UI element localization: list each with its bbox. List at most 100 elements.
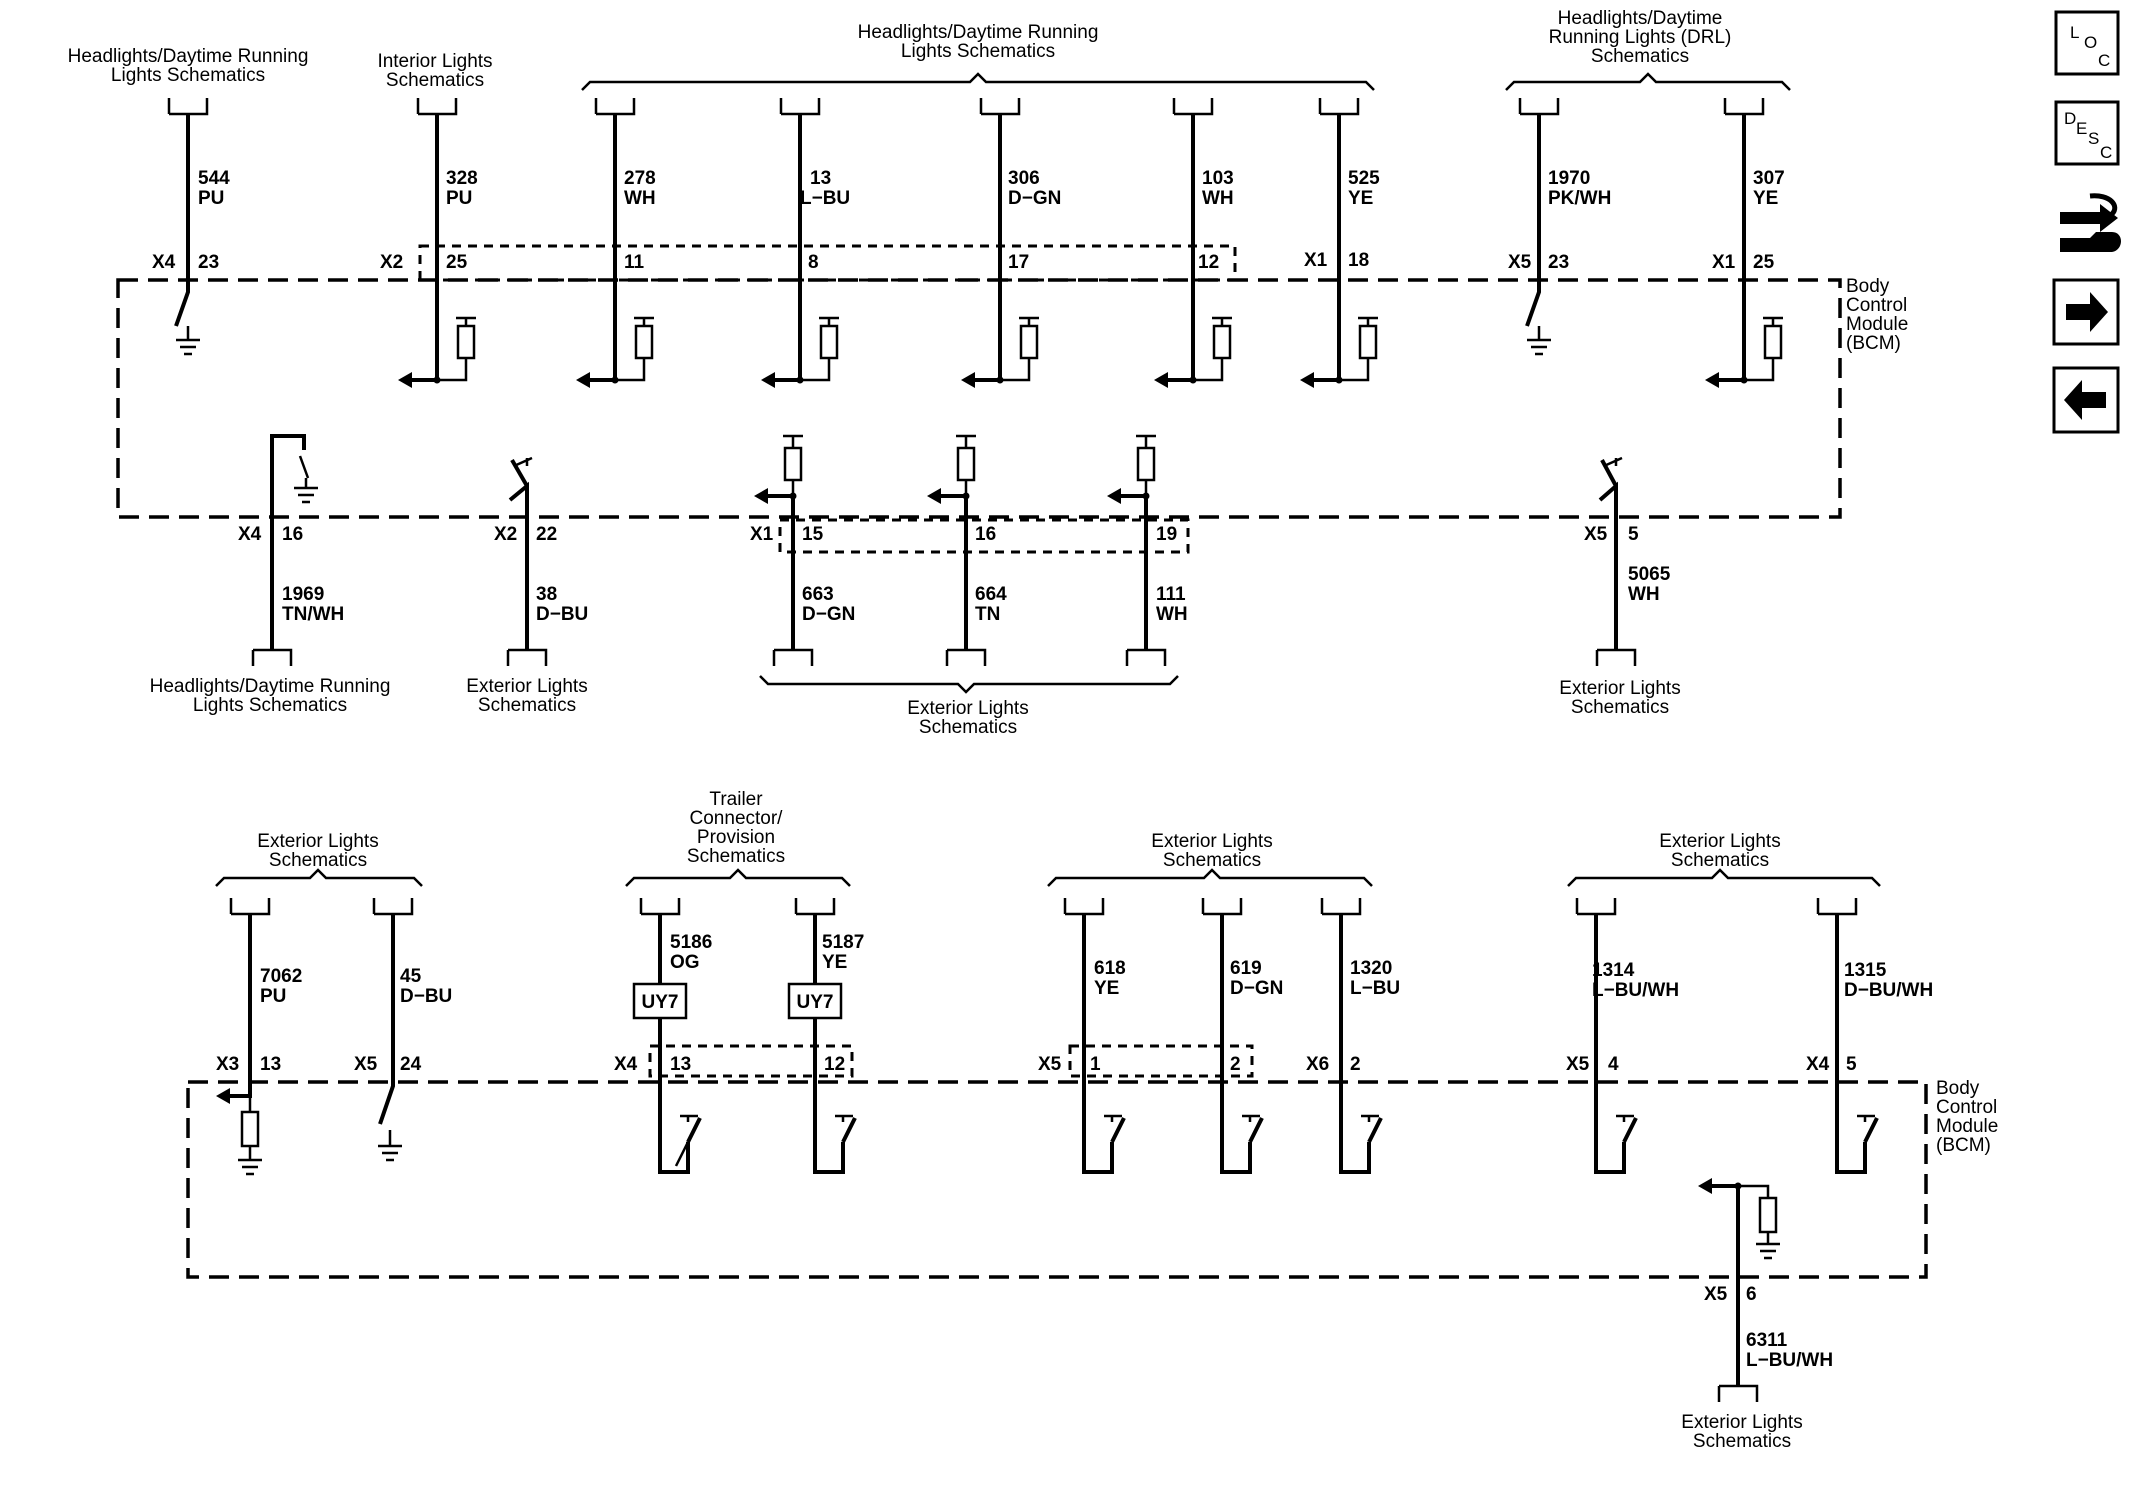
wire-1315: 1315 D−BU/WH X4 5	[1806, 914, 1933, 1174]
loc-button[interactable]: L O C	[2054, 10, 2120, 76]
svg-text:13: 13	[670, 1054, 691, 1075]
svg-text:L: L	[2070, 23, 2079, 42]
svg-text:103: 103	[1202, 168, 1234, 189]
wire-5186: UY7 5186 OG X4 13	[614, 914, 712, 1174]
svg-text:111: 111	[1156, 584, 1186, 605]
svg-text:24: 24	[400, 1054, 422, 1075]
svg-text:Headlights/Daytime Running: Headlights/Daytime Running	[858, 22, 1099, 43]
title-headlights-bottom: Headlights/Daytime Running Lights Schema…	[150, 676, 391, 716]
connector-frame-x1-lower	[778, 518, 1190, 554]
svg-text:L−BU: L−BU	[800, 188, 850, 209]
caps-ext-mid	[772, 648, 1167, 666]
wire-618: 618 YE X5 1	[1038, 914, 1126, 1174]
cap-38	[506, 648, 548, 666]
wire-111: 111 WH 19	[1107, 434, 1188, 650]
brace-ext-lower-mid	[1047, 868, 1373, 887]
svg-text:X5: X5	[1704, 1284, 1728, 1305]
svg-text:Headlights/Daytime: Headlights/Daytime	[1558, 8, 1723, 29]
bcm-outline-upper	[116, 278, 1842, 519]
svg-text:Exterior Lights: Exterior Lights	[1681, 1412, 1802, 1433]
wire-1314: 1314 L−BU/WH X5 4	[1566, 914, 1679, 1174]
svg-text:Schematics: Schematics	[919, 717, 1017, 738]
svg-text:Control: Control	[1936, 1097, 1997, 1118]
wire-328: 328 PU X2 25	[380, 114, 478, 388]
svg-text:12: 12	[1198, 252, 1219, 273]
svg-text:Exterior Lights: Exterior Lights	[1559, 678, 1680, 699]
wire-307: 307 YE X1 25	[1705, 114, 1785, 388]
svg-text:YE: YE	[1094, 978, 1119, 999]
svg-text:Trailer: Trailer	[709, 789, 763, 810]
cap-5065	[1595, 648, 1637, 666]
svg-text:TN: TN	[975, 604, 1000, 625]
wire-619: 619 D−GN 2	[1220, 914, 1283, 1174]
svg-text:664: 664	[975, 584, 1007, 605]
svg-text:Connector/: Connector/	[690, 808, 784, 829]
svg-text:Schematics: Schematics	[687, 846, 785, 867]
brace-headlights-group	[581, 72, 1375, 91]
svg-text:328: 328	[446, 168, 478, 189]
svg-text:X5: X5	[1584, 524, 1608, 545]
svg-text:6311: 6311	[1746, 1330, 1788, 1351]
title-ext-lower-left: Exterior Lights Schematics	[257, 831, 378, 871]
svg-text:Body: Body	[1936, 1078, 1980, 1099]
svg-text:5186: 5186	[670, 932, 712, 953]
svg-text:1969: 1969	[282, 584, 324, 605]
brace-ext-mid	[759, 675, 1179, 694]
svg-text:1320: 1320	[1350, 958, 1392, 979]
svg-text:YE: YE	[1753, 188, 1778, 209]
svg-text:YE: YE	[822, 952, 847, 973]
svg-text:Headlights/Daytime Running: Headlights/Daytime Running	[68, 46, 309, 67]
title-ext-lower-right: Exterior Lights Schematics	[1659, 831, 1780, 871]
title-headlights-left: Headlights/Daytime Running Lights Schema…	[68, 46, 309, 86]
svg-text:S: S	[2088, 129, 2099, 148]
wire-544: 544 PU X4 23	[152, 114, 230, 356]
svg-text:L−BU: L−BU	[1350, 978, 1400, 999]
title-ext-lower-mid: Exterior Lights Schematics	[1151, 831, 1272, 871]
svg-text:L−BU/WH: L−BU/WH	[1746, 1350, 1833, 1371]
svg-text:X5: X5	[1038, 1054, 1062, 1075]
brace-trailer	[625, 868, 851, 887]
svg-text:X1: X1	[750, 524, 774, 545]
svg-text:1315: 1315	[1844, 960, 1887, 981]
svg-text:19: 19	[1156, 524, 1177, 545]
wire-663: 663 D−GN X1 15	[750, 434, 855, 650]
wire-664: 664 TN 16	[927, 434, 1007, 650]
svg-text:17: 17	[1008, 252, 1029, 273]
brace-drl-group	[1505, 72, 1791, 91]
svg-text:YE: YE	[1348, 188, 1373, 209]
svg-text:D−GN: D−GN	[1230, 978, 1283, 999]
svg-text:8: 8	[808, 252, 819, 273]
svg-text:Exterior Lights: Exterior Lights	[907, 698, 1028, 719]
svg-text:UY7: UY7	[642, 992, 679, 1013]
svg-text:5: 5	[1846, 1054, 1857, 1075]
svg-text:WH: WH	[1156, 604, 1188, 625]
svg-text:X4: X4	[238, 524, 262, 545]
bcm-label-upper: Body Control Module (BCM)	[1846, 276, 1908, 354]
connector-caps-lower	[229, 898, 1858, 916]
next-arrow-button[interactable]	[2052, 278, 2120, 346]
svg-text:25: 25	[1753, 252, 1775, 273]
svg-text:Headlights/Daytime Running: Headlights/Daytime Running	[150, 676, 391, 697]
svg-text:X1: X1	[1304, 250, 1328, 271]
svg-text:306: 306	[1008, 168, 1040, 189]
svg-text:Exterior Lights: Exterior Lights	[1151, 831, 1272, 852]
svg-text:D−BU: D−BU	[536, 604, 588, 625]
svg-text:663: 663	[802, 584, 834, 605]
svg-text:45: 45	[400, 966, 422, 987]
svg-text:4: 4	[1608, 1054, 1619, 1075]
connector-end-view-icon[interactable]	[2060, 193, 2121, 252]
connector-caps-upper	[167, 98, 1765, 116]
svg-text:15: 15	[802, 524, 824, 545]
wire-103: 103 WH 12	[1154, 114, 1234, 388]
previous-arrow-button[interactable]	[2052, 366, 2120, 434]
svg-text:Lights Schematics: Lights Schematics	[901, 41, 1055, 62]
svg-text:Schematics: Schematics	[478, 695, 576, 716]
title-ext-5: Exterior Lights Schematics	[1559, 678, 1680, 718]
svg-text:278: 278	[624, 168, 656, 189]
desc-button[interactable]: D E S C	[2054, 100, 2120, 166]
wire-525: 525 YE X1 18	[1300, 114, 1380, 388]
connector-frame-x2	[418, 244, 1237, 282]
svg-text:544: 544	[198, 168, 230, 189]
svg-text:13: 13	[260, 1054, 281, 1075]
wire-1970: 1970 PK/WH X5 23	[1508, 114, 1611, 356]
